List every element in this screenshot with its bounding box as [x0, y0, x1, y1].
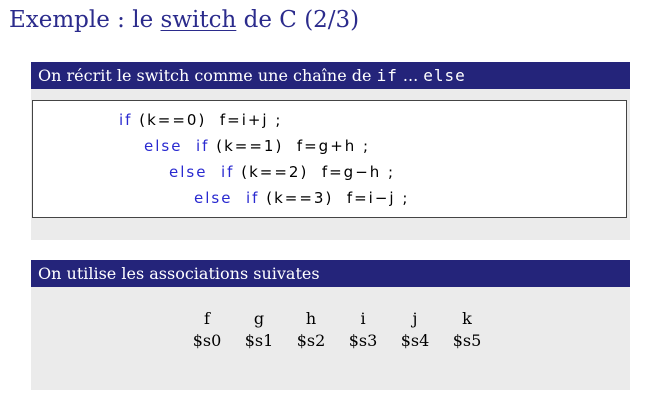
- register-cell: $s4: [400, 330, 430, 350]
- code-line: else if (k==1) f=g+h ;: [144, 136, 370, 156]
- variable-cell: k: [462, 308, 472, 328]
- register-cell: $s5: [452, 330, 482, 350]
- switch-rewrite-block: On récrit le switch comme une chaîne de …: [31, 62, 630, 240]
- variable-cell: j: [412, 308, 418, 328]
- if-keyword: if: [376, 66, 398, 85]
- code-keyword: else if: [169, 163, 235, 181]
- code-line: else if (k==3) f=i−j ;: [194, 188, 409, 208]
- register-cell: $s3: [348, 330, 378, 350]
- code-rest: (k==1) f=g+h ;: [216, 137, 371, 155]
- ellipsis: ...: [397, 66, 424, 85]
- block-header: On utilise les associations suivates: [31, 260, 630, 287]
- code-line: if (k==0) f=i+j ;: [119, 110, 282, 130]
- slide-title-prefix: Exemple : le: [9, 7, 161, 33]
- slide-title-link[interactable]: switch: [160, 7, 237, 33]
- registers-row: $s0 $s1 $s2 $s3 $s4 $s5: [181, 329, 493, 351]
- code-line: else if (k==2) f=g−h ;: [169, 162, 395, 182]
- variable-cell: h: [305, 308, 317, 328]
- block-header: On récrit le switch comme une chaîne de …: [31, 62, 630, 89]
- register-cell: $s1: [244, 330, 274, 350]
- variable-cell: f: [204, 308, 210, 328]
- register-cell: $s2: [296, 330, 326, 350]
- code-keyword: else if: [144, 137, 210, 155]
- code-keyword: else if: [194, 189, 260, 207]
- block-header-text: On récrit le switch comme une chaîne de: [38, 66, 377, 85]
- variable-cell: i: [360, 308, 366, 328]
- slide-title-suffix: de C (2/3): [236, 7, 360, 33]
- variables-row: f g h i j k: [181, 307, 493, 329]
- register-table: f g h i j k $s0 $s1 $s2 $s3 $s4 $s5: [181, 307, 493, 351]
- register-cell: $s0: [192, 330, 222, 350]
- code-rest: (k==0) f=i+j ;: [139, 111, 283, 129]
- variable-cell: g: [253, 308, 265, 328]
- slide-title: Exemple : le switch de C (2/3): [9, 7, 359, 33]
- code-rest: (k==3) f=i−j ;: [266, 189, 410, 207]
- else-keyword: else: [423, 66, 466, 85]
- code-box: if (k==0) f=i+j ; else if (k==1) f=g+h ;…: [32, 100, 627, 218]
- code-rest: (k==2) f=g−h ;: [241, 163, 396, 181]
- register-association-block: On utilise les associations suivates f g…: [31, 260, 630, 390]
- code-keyword: if: [119, 111, 133, 129]
